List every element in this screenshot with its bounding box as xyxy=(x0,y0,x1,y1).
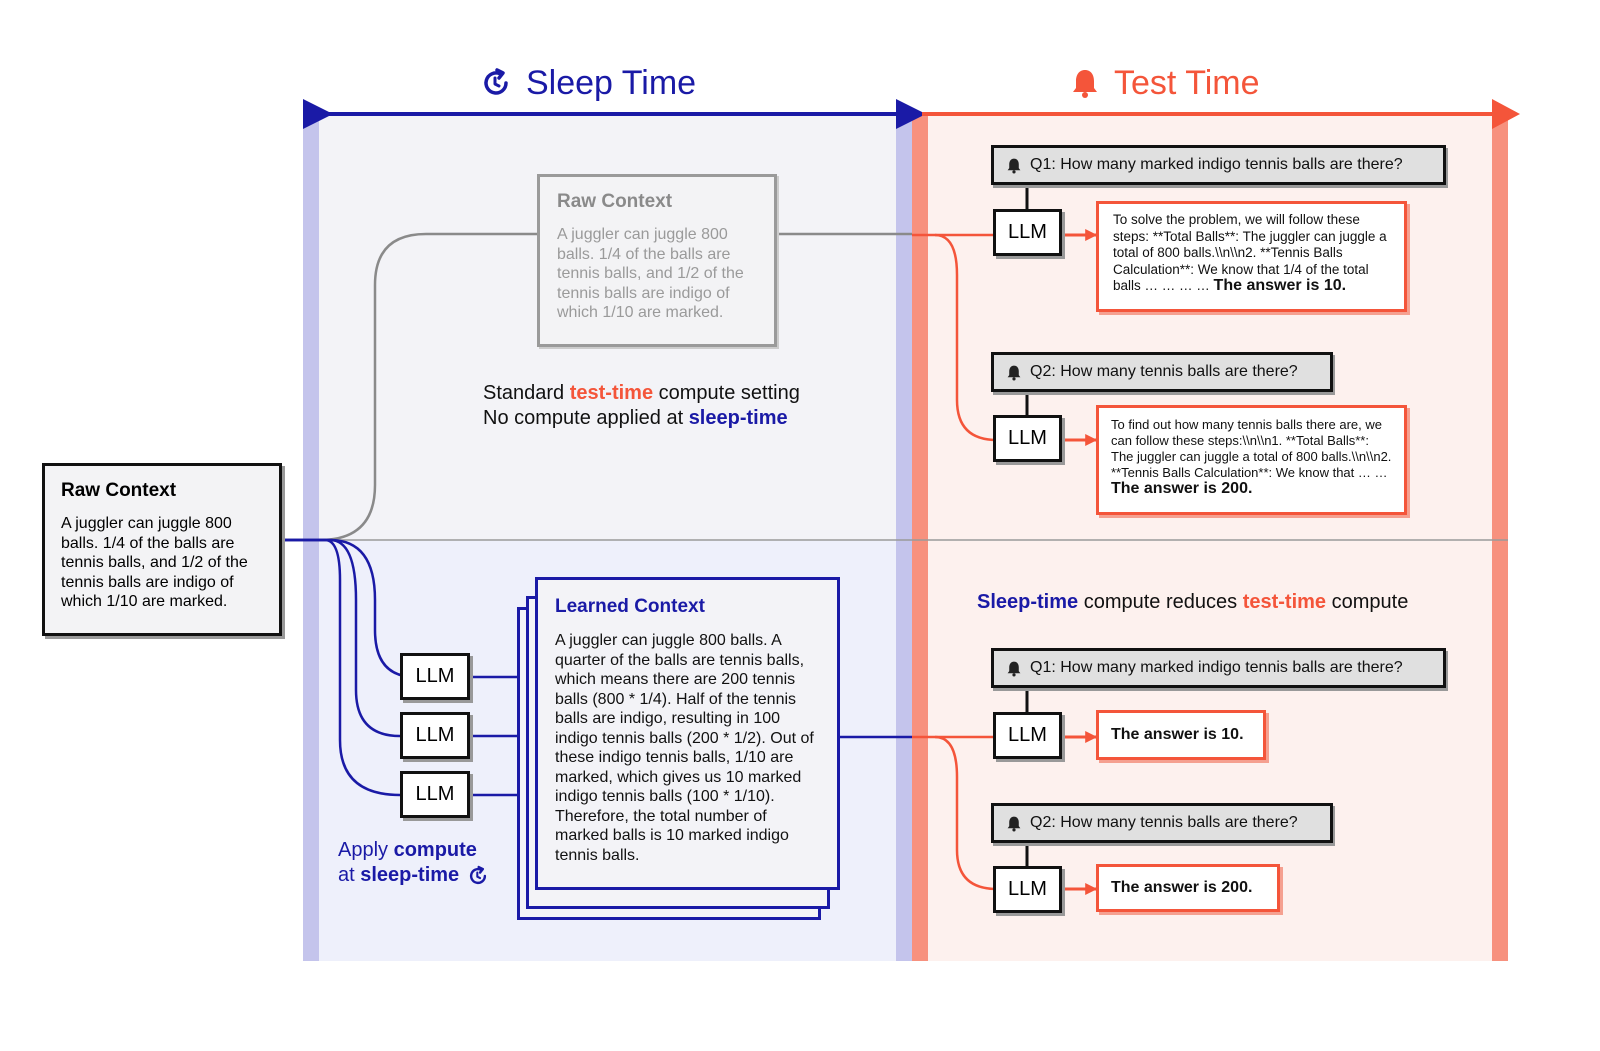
gray-path-up xyxy=(282,232,538,542)
sleep-llm-3: LLM xyxy=(400,771,470,818)
reduce-caption-hl2: test-time xyxy=(1242,591,1327,613)
blue-fan-2 xyxy=(282,538,401,738)
standard-caption: Standard test-time compute setting No co… xyxy=(483,381,883,431)
refresh-clock-icon xyxy=(470,865,487,884)
blue-fan-3 xyxy=(282,538,401,797)
sleep-time-header: Sleep Time xyxy=(480,60,696,106)
apply-caption-line2: at sleep-time xyxy=(338,863,538,888)
standard-caption-pre1: Standard xyxy=(483,382,570,404)
raw-context-faded-title: Raw Context xyxy=(557,191,673,212)
test-timeline-end xyxy=(1492,99,1520,129)
test-right-band xyxy=(1492,114,1508,961)
bell-icon xyxy=(1007,816,1021,831)
top-llm-1: LLM xyxy=(993,209,1062,256)
bell-icon xyxy=(1007,158,1021,173)
top-answer-1-text: To solve the problem, we will follow the… xyxy=(1113,212,1387,293)
reduce-caption-hl1: Sleep-time xyxy=(977,591,1079,613)
sleep-left-band xyxy=(303,114,319,961)
bell-icon xyxy=(1073,70,1097,98)
standard-caption-hl2: sleep-time xyxy=(688,407,788,429)
top-answer-2-text: To find out how many tennis balls there … xyxy=(1111,417,1392,480)
top-llm-2: LLM xyxy=(993,415,1062,462)
bottom-q2-box: Q2: How many tennis balls are there? xyxy=(991,803,1333,843)
top-q1-box: Q1: How many marked indigo tennis balls … xyxy=(991,145,1446,185)
reduce-caption: Sleep-time compute reduces test-time com… xyxy=(977,590,1477,615)
apply-caption-pre1: Apply xyxy=(338,839,394,861)
sleep-llm-1: LLM xyxy=(400,653,470,700)
bottom-red-branch xyxy=(934,735,998,891)
top-answer-1: To solve the problem, we will follow the… xyxy=(1096,201,1407,312)
apply-caption-pre2: at xyxy=(338,864,361,886)
top-answer-2: To find out how many tennis balls there … xyxy=(1096,405,1407,515)
reduce-caption-post: compute xyxy=(1326,591,1409,613)
raw-context-body: A juggler can juggle 800 balls. 1/4 of t… xyxy=(61,515,248,610)
standard-caption-hl1: test-time xyxy=(569,382,654,404)
top-answer-2-bold: The answer is 200. xyxy=(1111,480,1253,497)
sleep-right-band xyxy=(896,114,912,961)
top-q1-text: Q1: How many marked indigo tennis balls … xyxy=(1030,156,1403,173)
sleep-time-title: Sleep Time xyxy=(526,63,697,102)
refresh-clock-icon xyxy=(484,68,508,95)
bottom-llm-1: LLM xyxy=(993,712,1062,759)
top-q2-text: Q2: How many tennis balls are there? xyxy=(1030,363,1298,380)
bottom-answer-2: The answer is 200. xyxy=(1096,864,1280,912)
test-time-title: Test Time xyxy=(1114,63,1260,102)
standard-caption-line2: No compute applied at sleep-time xyxy=(483,406,883,431)
test-left-band xyxy=(912,114,928,961)
standard-caption-line1: Standard test-time compute setting xyxy=(483,381,883,406)
standard-caption-post1: compute setting xyxy=(653,382,800,404)
bottom-answer-1: The answer is 10. xyxy=(1096,710,1266,760)
standard-caption-pre2: No compute applied at xyxy=(483,407,689,429)
top-red-branch xyxy=(934,233,998,442)
test-time-header: Test Time xyxy=(1070,60,1259,106)
apply-caption-line1: Apply compute xyxy=(338,838,538,863)
bottom-q2-text: Q2: How many tennis balls are there? xyxy=(1030,814,1298,831)
bottom-q1-box: Q1: How many marked indigo tennis balls … xyxy=(991,648,1446,688)
bottom-q1-text: Q1: How many marked indigo tennis balls … xyxy=(1030,659,1403,676)
sleep-llm-2: LLM xyxy=(400,712,470,759)
top-answer-1-bold: The answer is 10. xyxy=(1213,277,1347,294)
apply-caption: Apply compute at sleep-time xyxy=(338,838,538,888)
learned-context-body: A juggler can juggle 800 balls. A quarte… xyxy=(555,632,814,864)
bell-icon xyxy=(1007,661,1021,676)
raw-context-faded-body: A juggler can juggle 800 balls. 1/4 of t… xyxy=(557,226,744,321)
raw-context-faded-box: Raw Context A juggler can juggle 800 bal… xyxy=(537,174,777,347)
learned-context-title: Learned Context xyxy=(555,596,705,617)
learned-context-box: Learned Context A juggler can juggle 800… xyxy=(535,577,840,890)
reduce-caption-mid: compute reduces xyxy=(1078,591,1243,613)
bottom-llm-2: LLM xyxy=(993,866,1062,913)
apply-caption-hl1: compute xyxy=(393,839,477,861)
bell-icon xyxy=(1007,365,1021,380)
raw-context-title: Raw Context xyxy=(61,480,177,501)
top-q2-box: Q2: How many tennis balls are there? xyxy=(991,352,1333,392)
blue-fan-1 xyxy=(282,538,416,679)
raw-context-box: Raw Context A juggler can juggle 800 bal… xyxy=(42,463,282,636)
sleep-timeline-end xyxy=(896,99,926,129)
apply-caption-hl2: sleep-time xyxy=(360,864,460,886)
